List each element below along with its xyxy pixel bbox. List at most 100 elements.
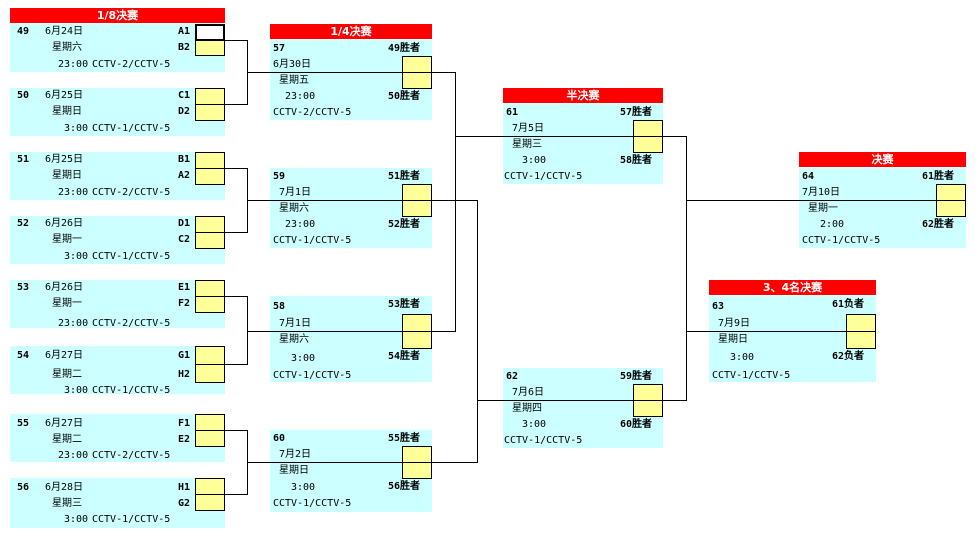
match-number: 53 bbox=[17, 282, 30, 293]
score-box-49-2[interactable] bbox=[195, 40, 225, 56]
score-box-53-1[interactable] bbox=[195, 280, 225, 297]
score-box-50-1[interactable] bbox=[195, 88, 225, 105]
team-1-label: A1 bbox=[178, 26, 191, 37]
match-time: 23:00 bbox=[285, 219, 316, 230]
match-date: 7月1日 bbox=[279, 187, 312, 198]
score-box-60-2[interactable] bbox=[402, 462, 432, 479]
match-number: 57 bbox=[273, 43, 286, 54]
connector-line bbox=[455, 136, 633, 137]
match-card-53[interactable]: 53 6月26日 星期一 23:00 CCTV-2/CCTV-5 E1 F2 bbox=[10, 280, 225, 329]
score-box-49-1[interactable] bbox=[195, 24, 225, 41]
score-box-60-1[interactable] bbox=[402, 446, 432, 463]
match-date: 6月25日 bbox=[45, 154, 84, 165]
match-number: 58 bbox=[273, 301, 286, 312]
score-box-58-1[interactable] bbox=[402, 314, 432, 332]
match-card-54[interactable]: 54 6月27日 星期二 3:00 CCTV-1/CCTV-5 G1 H2 bbox=[10, 346, 225, 396]
connector-line bbox=[432, 462, 477, 463]
score-box-54-1[interactable] bbox=[195, 346, 225, 365]
match-date: 6月30日 bbox=[273, 59, 312, 70]
team-2-label: C2 bbox=[178, 234, 191, 245]
score-box-55-2[interactable] bbox=[195, 430, 225, 447]
score-box-62-2[interactable] bbox=[633, 400, 663, 417]
match-number: 51 bbox=[17, 154, 30, 165]
score-box-52-2[interactable] bbox=[195, 232, 225, 249]
connector-line bbox=[225, 430, 247, 431]
match-date: 6月26日 bbox=[45, 218, 84, 229]
connector-line bbox=[455, 72, 456, 332]
connector-line bbox=[225, 364, 247, 365]
connector-line bbox=[225, 494, 247, 495]
score-box-64-2[interactable] bbox=[936, 200, 966, 217]
team-2-label: G2 bbox=[178, 498, 191, 509]
match-time: 2:00 bbox=[820, 219, 845, 230]
team-2-label: 62胜者 bbox=[922, 219, 955, 230]
score-box-58-2[interactable] bbox=[402, 331, 432, 349]
score-box-51-1[interactable] bbox=[195, 152, 225, 169]
team-1-label: B1 bbox=[178, 154, 191, 165]
score-box-62-1[interactable] bbox=[633, 384, 663, 401]
score-box-57-2[interactable] bbox=[402, 72, 432, 89]
match-weekday: 星期六 bbox=[279, 334, 309, 345]
score-box-56-1[interactable] bbox=[195, 478, 225, 495]
score-box-51-2[interactable] bbox=[195, 168, 225, 185]
match-time: 23:00 bbox=[58, 450, 89, 461]
team-1-label: D1 bbox=[178, 218, 191, 229]
score-box-63-1[interactable] bbox=[846, 314, 876, 332]
score-box-61-1[interactable] bbox=[633, 120, 663, 137]
score-box-55-1[interactable] bbox=[195, 414, 225, 431]
team-1-label: E1 bbox=[178, 282, 191, 293]
score-box-50-2[interactable] bbox=[195, 104, 225, 121]
match-card-55[interactable]: 55 6月27日 星期二 23:00 CCTV-2/CCTV-5 F1 E2 bbox=[10, 414, 225, 462]
team-1-label: G1 bbox=[178, 350, 191, 361]
team-2-label: 56胜者 bbox=[388, 481, 421, 492]
match-card-52[interactable]: 52 6月26日 星期一 3:00 CCTV-1/CCTV-5 D1 C2 bbox=[10, 216, 225, 264]
score-box-59-2[interactable] bbox=[402, 200, 432, 217]
team-2-label: E2 bbox=[178, 434, 191, 445]
match-number: 55 bbox=[17, 418, 30, 429]
match-weekday: 星期五 bbox=[279, 75, 309, 86]
connector-line bbox=[432, 331, 455, 332]
team-2-label: 60胜者 bbox=[620, 419, 653, 430]
connector-line bbox=[663, 136, 686, 137]
connector-line bbox=[225, 168, 247, 169]
match-card-62[interactable]: 62 7月6日 星期四 3:00 CCTV-1/CCTV-5 59胜者 60胜者 bbox=[503, 368, 663, 448]
score-box-63-2[interactable] bbox=[846, 331, 876, 349]
score-box-54-2[interactable] bbox=[195, 364, 225, 383]
team-1-label: F1 bbox=[178, 418, 191, 429]
match-card-51[interactable]: 51 6月25日 星期日 23:00 CCTV-2/CCTV-5 B1 A2 bbox=[10, 152, 225, 200]
team-2-label: H2 bbox=[178, 369, 191, 380]
connector-line bbox=[247, 200, 402, 201]
score-box-53-2[interactable] bbox=[195, 296, 225, 313]
match-number: 59 bbox=[273, 171, 286, 182]
score-box-61-2[interactable] bbox=[633, 136, 663, 153]
match-card-56[interactable]: 56 6月28日 星期三 3:00 CCTV-1/CCTV-5 H1 G2 bbox=[10, 478, 225, 528]
match-date: 6月27日 bbox=[45, 418, 84, 429]
connector-line bbox=[247, 296, 248, 365]
connector-line bbox=[247, 72, 402, 73]
match-weekday: 星期四 bbox=[512, 403, 542, 414]
connector-line bbox=[663, 400, 686, 401]
match-card-60[interactable]: 60 7月2日 星期日 3:00 CCTV-1/CCTV-5 55胜者 56胜者 bbox=[270, 430, 432, 512]
score-box-52-1[interactable] bbox=[195, 216, 225, 233]
score-box-64-1[interactable] bbox=[936, 184, 966, 201]
team-2-label: 52胜者 bbox=[388, 219, 421, 230]
match-date: 7月2日 bbox=[279, 449, 312, 460]
score-box-56-2[interactable] bbox=[195, 494, 225, 511]
round-of-16-header: 1/8决赛 bbox=[10, 8, 225, 23]
score-box-57-1[interactable] bbox=[402, 56, 432, 73]
match-card-50[interactable]: 50 6月25日 星期日 3:00 CCTV-1/CCTV-5 C1 D2 bbox=[10, 88, 225, 136]
score-box-59-1[interactable] bbox=[402, 184, 432, 201]
connector-line bbox=[686, 136, 687, 401]
match-weekday: 星期六 bbox=[52, 42, 82, 53]
team-1-label: 59胜者 bbox=[620, 371, 653, 382]
match-weekday: 星期日 bbox=[52, 170, 82, 181]
match-number: 64 bbox=[802, 171, 815, 182]
connector-line bbox=[225, 296, 247, 297]
match-card-49[interactable]: 49 6月24日 星期六 23:00 CCTV-2/CCTV-5 A1 B2 bbox=[10, 24, 225, 72]
match-time: 3:00 bbox=[730, 352, 755, 363]
team-2-label: 54胜者 bbox=[388, 351, 421, 362]
connector-line bbox=[225, 104, 247, 105]
match-date: 7月5日 bbox=[512, 123, 545, 134]
match-number: 49 bbox=[17, 26, 30, 37]
match-time: 3:00 bbox=[291, 482, 316, 493]
